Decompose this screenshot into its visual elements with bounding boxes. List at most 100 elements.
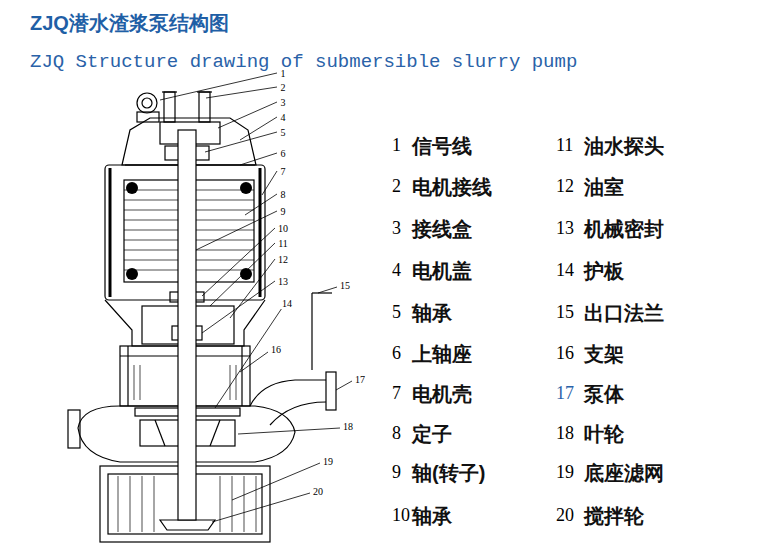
part-number: 19 bbox=[556, 463, 574, 483]
hatching bbox=[124, 230, 178, 231]
part-number: 2 bbox=[392, 177, 401, 197]
pump-outline bbox=[142, 98, 152, 108]
leader-lines bbox=[160, 73, 277, 100]
leader-lines bbox=[215, 308, 282, 408]
winding-ends bbox=[240, 268, 252, 280]
part-name: 电机壳 bbox=[412, 383, 472, 405]
winding-ends bbox=[126, 182, 252, 280]
pump-outline bbox=[109, 168, 112, 297]
hatching bbox=[134, 365, 135, 400]
callout-number: 16 bbox=[270, 344, 282, 355]
pump-outline bbox=[197, 91, 212, 92]
hatching bbox=[142, 476, 143, 532]
winding-ends bbox=[126, 182, 138, 194]
hatching bbox=[130, 476, 131, 532]
leader-lines bbox=[262, 171, 277, 195]
callout-number: 6 bbox=[280, 148, 287, 159]
callout-number: 19 bbox=[322, 456, 334, 467]
part-number: 18 bbox=[556, 424, 574, 444]
hatching bbox=[244, 476, 245, 532]
leader-lines bbox=[210, 243, 275, 306]
part-name: 电机盖 bbox=[412, 260, 472, 282]
callout-number: 9 bbox=[280, 206, 287, 217]
hatching bbox=[154, 476, 155, 532]
leader-lines bbox=[318, 287, 337, 293]
pump-outline bbox=[68, 92, 336, 542]
part-name: 接线盒 bbox=[412, 218, 472, 240]
callout-number: 17 bbox=[354, 374, 366, 385]
diagram-title: ZJQ潜水渣浆泵结构图 bbox=[30, 12, 229, 34]
pump-outline bbox=[270, 402, 326, 425]
leader-lines bbox=[336, 381, 352, 390]
leader-lines bbox=[160, 73, 352, 522]
hatching bbox=[124, 200, 178, 201]
part-name: 出口法兰 bbox=[584, 302, 664, 324]
callout-number: 2 bbox=[280, 82, 287, 93]
pump-outline bbox=[160, 520, 215, 530]
hatching bbox=[256, 476, 257, 532]
part-name: 泵体 bbox=[584, 383, 624, 405]
hatching bbox=[196, 230, 254, 231]
leader-lines bbox=[205, 132, 277, 152]
hatching bbox=[196, 250, 254, 251]
part-number: 6 bbox=[392, 344, 401, 364]
part-number: 11 bbox=[556, 136, 573, 156]
callout-number: 20 bbox=[312, 486, 324, 497]
part-name: 底座滤网 bbox=[584, 462, 664, 484]
callout-number: 14 bbox=[281, 298, 293, 309]
part-name: 油水探头 bbox=[584, 135, 664, 157]
callout-number: 11 bbox=[277, 238, 289, 249]
pump-outline bbox=[137, 93, 157, 113]
leader-lines bbox=[238, 428, 340, 434]
leader-lines bbox=[206, 87, 277, 98]
callout-number: 7 bbox=[280, 166, 287, 177]
hatching bbox=[124, 220, 178, 221]
pump-outline bbox=[241, 346, 242, 406]
pump-outline bbox=[68, 410, 80, 448]
part-number: 7 bbox=[392, 384, 401, 404]
part-name: 定子 bbox=[412, 423, 452, 445]
hatching bbox=[124, 240, 178, 241]
hatching bbox=[196, 200, 254, 201]
leader-lines bbox=[202, 281, 275, 333]
leader-lines bbox=[196, 211, 277, 250]
hatching bbox=[140, 365, 141, 400]
hatching bbox=[124, 250, 178, 251]
winding-ends bbox=[240, 182, 252, 194]
pump-outline bbox=[137, 112, 159, 122]
part-name: 油室 bbox=[584, 176, 624, 198]
part-name: 叶轮 bbox=[584, 423, 624, 445]
leader-lines bbox=[240, 352, 268, 372]
shaft bbox=[178, 130, 196, 520]
part-number: 12 bbox=[556, 177, 574, 197]
pump-outline bbox=[312, 292, 332, 293]
callout-number: 12 bbox=[277, 254, 289, 265]
part-name: 护板 bbox=[584, 260, 624, 282]
callout-number: 18 bbox=[342, 421, 354, 432]
part-number: 16 bbox=[556, 344, 574, 364]
winding-ends bbox=[126, 268, 138, 280]
part-number: 17 bbox=[556, 384, 574, 404]
leader-lines bbox=[232, 463, 320, 500]
part-number: 5 bbox=[392, 303, 401, 323]
hatching bbox=[196, 210, 254, 211]
part-name: 电机接线 bbox=[412, 176, 492, 198]
callout-number: 13 bbox=[277, 276, 289, 287]
callout-number: 5 bbox=[280, 127, 287, 138]
hatching bbox=[196, 260, 254, 261]
part-number: 15 bbox=[556, 303, 574, 323]
pump-outline bbox=[127, 346, 128, 406]
callout-number: 10 bbox=[277, 223, 289, 234]
leader-lines bbox=[212, 493, 310, 522]
subtitle: ZJQ Structure drawing of submersible slu… bbox=[30, 52, 577, 73]
callout-number: 1 bbox=[280, 68, 287, 79]
shaft bbox=[178, 130, 196, 520]
pump-outline bbox=[210, 420, 220, 446]
part-name: 轴(转子) bbox=[412, 462, 485, 484]
callout-number: 15 bbox=[339, 280, 351, 291]
pump-outline bbox=[155, 420, 165, 446]
part-name: 支架 bbox=[584, 343, 624, 365]
part-name: 上轴座 bbox=[412, 343, 472, 365]
part-name: 轴承 bbox=[412, 505, 452, 527]
leader-lines bbox=[240, 117, 277, 140]
